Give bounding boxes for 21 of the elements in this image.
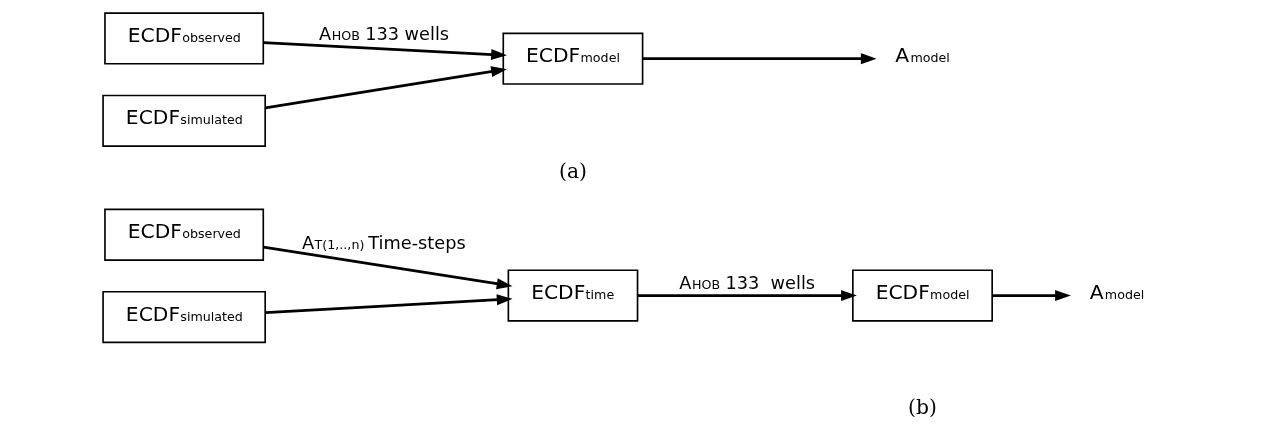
label: (b) <box>908 395 937 420</box>
node-box: ECDFobserved <box>104 208 265 261</box>
node-text: Amodel <box>1089 280 1145 305</box>
arrow <box>265 294 513 315</box>
node-text: Amodel <box>895 43 950 68</box>
arrow <box>265 66 507 110</box>
arrow <box>637 290 857 302</box>
arrow <box>263 245 513 290</box>
label: (a) <box>559 158 587 183</box>
node-box: ECDFtime <box>507 269 639 322</box>
arrow <box>263 41 507 60</box>
node-box: ECDFobserved <box>104 12 265 65</box>
arrow <box>642 53 877 65</box>
node-box: ECDFsimulated <box>102 290 266 344</box>
edge-label: AHOB 133 wells <box>319 23 450 44</box>
node-box: ECDFmodel <box>852 269 993 322</box>
node-box: ECDFsimulated <box>102 94 266 147</box>
edge-label: AT(1,..,n) Time-steps <box>301 232 466 253</box>
node-box: ECDFmodel <box>502 32 644 85</box>
edge-label: AHOB 133 wells <box>679 273 816 294</box>
arrow <box>992 290 1071 302</box>
